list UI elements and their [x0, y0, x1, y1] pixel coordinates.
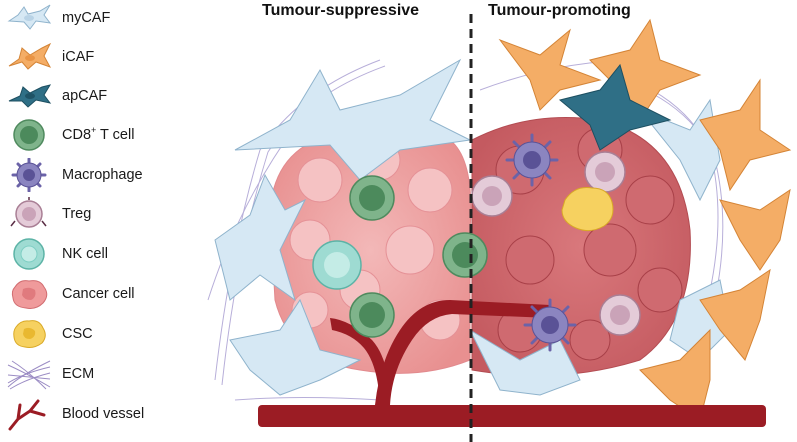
legend-item-cd8-t-cell: CD8+ T cell	[6, 117, 206, 153]
legend-item-macrophage: Macrophage	[6, 157, 206, 193]
legend-item-icaf: iCAF	[6, 39, 206, 75]
title-tumour-suppressive: Tumour-suppressive	[262, 2, 420, 19]
legend-item-apcaf: apCAF	[6, 78, 206, 114]
legend-item-mycaf: myCAF	[6, 0, 206, 36]
nk-cell	[312, 240, 362, 290]
blood-vessel	[258, 300, 766, 427]
cancer-cell-icon	[11, 280, 48, 309]
apcaf-icon	[8, 84, 52, 108]
mycaf-cells	[214, 58, 731, 396]
ecm-icon	[7, 360, 51, 390]
legend-label-apcaf: apCAF	[62, 88, 108, 104]
legend-label-mycaf: myCAF	[62, 10, 111, 26]
legend-label-cancer-cell: Cancer cell	[62, 286, 135, 302]
legend-label-macrophage: Macrophage	[62, 167, 143, 183]
legend-label-ecm: ECM	[62, 366, 95, 382]
legend-item-treg: Treg	[6, 196, 206, 232]
treg-icon	[10, 197, 47, 228]
legend-item-csc: CSC	[6, 316, 206, 352]
mycaf-icon	[7, 4, 52, 30]
macrophages	[505, 133, 577, 352]
legend-label-icaf: iCAF	[62, 49, 95, 65]
legend-item-blood-vessel: Blood vessel	[6, 396, 206, 432]
cd8-t-cells	[349, 175, 488, 338]
cd8-t-cell-icon	[13, 119, 45, 151]
legend-item-ecm: ECM	[6, 356, 206, 392]
csc-cell	[561, 187, 614, 232]
legend-item-cancer-cell: Cancer cell	[6, 276, 206, 312]
legend: myCAF iCAF apCAF CD8+ T cell Mac	[0, 0, 210, 442]
title-tumour-promoting: Tumour-promoting	[488, 2, 631, 19]
legend-label-nk-cell: NK cell	[62, 246, 108, 262]
apcaf-cell	[558, 63, 672, 151]
macrophage-icon	[11, 158, 47, 192]
legend-label-blood-vessel: Blood vessel	[62, 406, 145, 422]
blood-vessel-icon	[8, 399, 46, 431]
legend-label-csc: CSC	[62, 326, 93, 342]
legend-label-treg: Treg	[62, 206, 92, 222]
nk-cell-icon	[13, 238, 45, 270]
legend-label-cd8-t-cell: CD8+ T cell	[62, 125, 135, 143]
csc-icon	[13, 320, 46, 348]
icaf-icon	[8, 42, 52, 70]
legend-item-nk-cell: NK cell	[6, 236, 206, 272]
icaf-cells	[498, 18, 792, 421]
